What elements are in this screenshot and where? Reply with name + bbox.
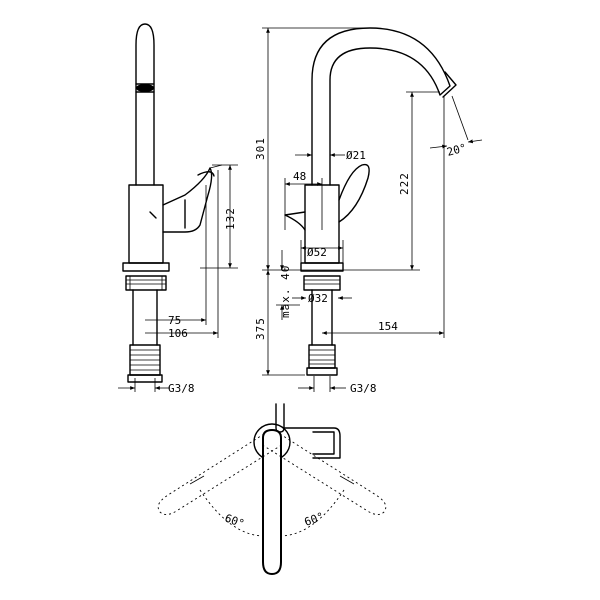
top-left-marker	[189, 475, 205, 485]
dim-106-label: 106	[168, 327, 188, 340]
dim-132-label: 132	[224, 207, 237, 230]
dim-d52-ext	[300, 240, 344, 263]
front-lever-side	[284, 211, 306, 231]
dim-222-label: 222	[398, 172, 411, 195]
top-spout-left-swing	[157, 433, 281, 515]
side-spout-tube	[135, 23, 155, 186]
dim-d21-label: Ø21	[346, 149, 366, 162]
dim-75-106-ext	[205, 170, 219, 338]
side-hose-nut	[127, 374, 163, 383]
dim-d52-label: Ø52	[307, 246, 327, 259]
front-view: 301 max. 40 375 Ø21 48 Ø52 Ø32 222	[254, 27, 483, 395]
top-angle-arc-right	[280, 489, 345, 537]
front-spout-outlet	[442, 71, 457, 98]
front-hose-nut	[306, 367, 338, 376]
dim-g38-side-ext	[134, 378, 156, 392]
dim-48-label: 48	[293, 170, 306, 183]
dim-20deg-arrow-l	[429, 144, 448, 149]
dim-301-label: 301	[254, 137, 267, 160]
top-right-marker	[339, 475, 355, 485]
front-shank	[311, 289, 333, 346]
dim-48-ext	[284, 178, 323, 230]
side-shank	[132, 289, 158, 346]
top-handle-inner	[312, 431, 335, 455]
front-fixing-nut	[303, 275, 341, 291]
front-nut-detail	[304, 279, 340, 285]
top-view: 60° 60°	[157, 403, 387, 575]
front-spout	[311, 27, 451, 186]
side-body	[128, 184, 164, 264]
top-angle-left-label: 60°	[223, 512, 246, 531]
side-fitting-thread	[130, 349, 160, 371]
top-angle-right-label: 60°	[303, 510, 326, 529]
side-nut-detail	[126, 276, 166, 290]
side-mark	[149, 211, 157, 219]
dim-20deg-arrow-r	[467, 139, 483, 144]
side-lever-tip	[209, 164, 223, 169]
front-base	[300, 262, 344, 272]
side-fixing-nut	[125, 275, 167, 291]
dim-20deg-ext	[451, 95, 469, 141]
side-base	[122, 262, 170, 272]
dim-75-label: 75	[168, 314, 181, 327]
front-fitting-thread	[309, 349, 335, 365]
dim-375-label: 375	[254, 317, 267, 340]
dim-g38-front-ext	[313, 376, 331, 392]
top-angle-arc-left	[199, 489, 264, 537]
dim-154-label: 154	[378, 320, 398, 333]
top-spout-right-swing	[263, 433, 387, 515]
side-lever-detail	[184, 171, 215, 229]
dim-20deg-label: 20°	[445, 141, 468, 159]
front-hose-fitting	[308, 344, 336, 369]
side-aerator	[136, 84, 154, 92]
dim-g38-front-label: G3/8	[350, 382, 377, 395]
front-lever	[338, 163, 370, 223]
dim-g38-side-label: G3/8	[168, 382, 195, 395]
side-lever	[162, 167, 213, 233]
top-spout-center	[262, 429, 282, 575]
dim-d32-label: Ø32	[308, 292, 328, 305]
top-handle-block	[284, 427, 341, 459]
dim-max40-label: max. 40	[279, 265, 292, 318]
side-view: 132 75 106 G3/8	[118, 23, 238, 395]
